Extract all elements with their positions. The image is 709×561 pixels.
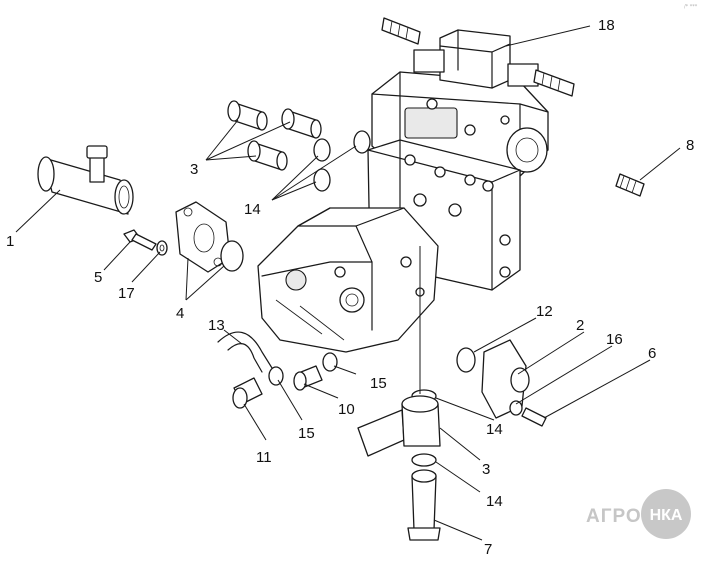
callout-14-upper: 14 [244, 201, 261, 218]
callout-10: 10 [338, 401, 355, 418]
part-tee-pipe [37, 145, 134, 215]
callout-11: 11 [256, 449, 272, 466]
logo-text: АГРО [586, 506, 642, 527]
callout-8: 8 [686, 137, 694, 154]
part-bolt-and-washer [123, 229, 168, 256]
part-flange [175, 201, 231, 273]
callout-13: 13 [208, 317, 225, 334]
callout-6: 6 [648, 345, 656, 362]
leader-lines [15, 25, 681, 541]
part-lower-fittings [232, 352, 338, 409]
callout-12: 12 [536, 303, 553, 320]
part-bent-tube [217, 331, 273, 373]
part-side-flange [456, 339, 547, 427]
part-o-rings-upper [220, 130, 371, 272]
corner-mark: /* *** [684, 4, 698, 10]
callout-15-right: 15 [370, 375, 387, 392]
callout-15-left: 15 [298, 425, 315, 442]
pump-assembly [257, 17, 575, 353]
callout-18: 18 [598, 17, 615, 34]
part-plug [615, 173, 645, 197]
callout-labels: 18 3 8 1 14 5 17 4 12 2 16 6 13 15 10 14… [6, 17, 694, 558]
callout-16: 16 [606, 331, 623, 348]
part-fittings [227, 100, 322, 171]
agronka-logo: АГРО НКА [586, 489, 691, 539]
logo-disc [641, 489, 691, 539]
callout-5: 5 [94, 269, 102, 286]
callout-14-lower: 14 [486, 493, 503, 510]
callout-2: 2 [576, 317, 584, 334]
callout-1: 1 [6, 233, 14, 250]
part-elbow-and-bolt [357, 389, 441, 541]
callout-3-fittings: 3 [190, 161, 198, 178]
callout-4: 4 [176, 305, 184, 322]
callout-17: 17 [118, 285, 135, 302]
logo-inner-text: НКА [650, 507, 683, 524]
callout-3-elbow: 3 [482, 461, 490, 478]
callout-7: 7 [484, 541, 492, 558]
callout-14-middle: 14 [486, 421, 503, 438]
